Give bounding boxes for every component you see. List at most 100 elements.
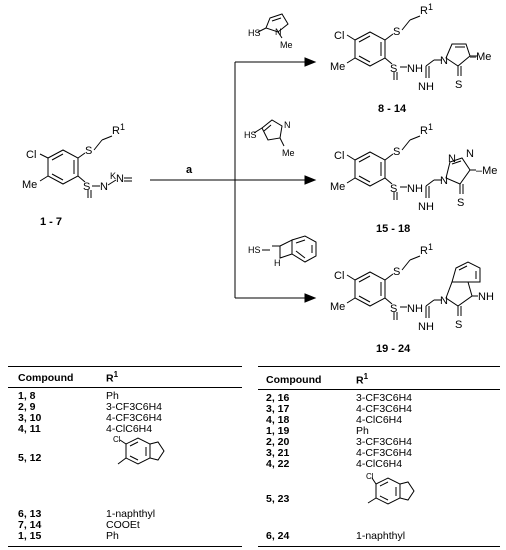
p3-so2-s-label: S bbox=[390, 303, 397, 315]
start-me-label: Me bbox=[22, 179, 37, 191]
p1-thione-s-label: S bbox=[455, 79, 462, 91]
p2-cl-label: Cl bbox=[334, 150, 344, 162]
reagent1-hs-label: HS bbox=[248, 28, 261, 38]
p2-nh-label: NH bbox=[407, 183, 423, 195]
right-row-6-r1: 4-CF3C6H4 bbox=[356, 447, 413, 459]
reagent1-me-label: Me bbox=[280, 40, 293, 50]
left-row-5-compound: 5, 12 bbox=[18, 452, 42, 464]
p2-thione-s-label: S bbox=[457, 197, 464, 209]
left-row-8-compound: 1, 15 bbox=[18, 530, 42, 542]
right-row-4-r1: Ph bbox=[356, 425, 369, 437]
right-row-6-compound: 3, 21 bbox=[266, 447, 290, 459]
left-table-rows: 1, 8 Ph 2, 9 3-CF3C6H4 3, 10 4-CF3C6H4 4… bbox=[8, 390, 242, 546]
p2-n-me-label: –Me bbox=[476, 165, 497, 177]
p3-thione-s-label: S bbox=[455, 319, 462, 331]
right-table-bottom-rule bbox=[258, 546, 500, 547]
p2-ring-n3-label: N bbox=[466, 148, 474, 160]
p3-me-label: Me bbox=[330, 301, 345, 313]
right-row-5-compound: 2, 20 bbox=[266, 436, 290, 448]
left-row-6-r1: 1-naphthyl bbox=[106, 508, 156, 520]
right-table-rows: 2, 16 3-CF3C6H4 3, 17 4-CF3C6H4 4, 18 4-… bbox=[258, 392, 500, 546]
left-row-5-r1-structure: Cl bbox=[113, 435, 165, 465]
start-c-n-label: N bbox=[116, 173, 124, 185]
left-row-4-compound: 4, 11 bbox=[18, 423, 41, 435]
left-header-compound: Compound bbox=[18, 372, 74, 384]
reagent-imidazole-structure bbox=[257, 13, 289, 39]
p1-so2-s-label: S bbox=[390, 63, 397, 75]
right-row-1-r1: 3-CF3C6H4 bbox=[356, 392, 413, 404]
p1-n-me-label: –Me bbox=[470, 51, 491, 63]
reaction-scheme: Cl Me S R1 S N K N 1 - 7 a HS N Me HS N … bbox=[22, 2, 497, 355]
left-row-3-r1: 4-CF3C6H4 bbox=[106, 412, 163, 424]
reaction-arrows bbox=[150, 57, 317, 303]
p3-nh-label: NH bbox=[407, 303, 423, 315]
start-s-label: S bbox=[85, 145, 92, 157]
reagent2-hs-label: HS bbox=[244, 130, 257, 140]
p2-me-label: Me bbox=[330, 181, 345, 193]
right-row-8-compound: 5, 23 bbox=[266, 493, 290, 505]
start-cl-label: Cl bbox=[26, 149, 36, 161]
starting-material-structure bbox=[39, 135, 132, 198]
left-row-3-compound: 3, 10 bbox=[18, 412, 42, 424]
p2-s-label: S bbox=[393, 146, 400, 158]
right-row-7-r1: 4-ClC6H4 bbox=[356, 458, 403, 470]
right-row-4-compound: 1, 19 bbox=[266, 425, 290, 437]
p2-ring-n2-label: N bbox=[448, 153, 456, 165]
product3-compound-label: 19 - 24 bbox=[376, 343, 411, 355]
left-row-5-cl-label: Cl bbox=[113, 435, 121, 444]
right-header-compound: Compound bbox=[266, 374, 322, 386]
p3-imine-nh-label: NH bbox=[418, 321, 434, 333]
start-s-sulfonyl-label: S bbox=[83, 181, 90, 193]
left-row-1-compound: 1, 8 bbox=[18, 390, 36, 402]
right-row-5-r1: 3-CF3C6H4 bbox=[356, 436, 413, 448]
p1-s-label: S bbox=[393, 26, 400, 38]
right-table-header-rule bbox=[258, 389, 500, 390]
left-table: Compound R1 bbox=[8, 370, 242, 546]
product-benzimidazole-structure bbox=[346, 255, 481, 320]
p3-ring-nh-label: NH bbox=[478, 291, 494, 303]
p1-nh-label: NH bbox=[407, 63, 423, 75]
right-row-8-cl-label: Cl bbox=[366, 472, 374, 481]
left-header-r1: R1 bbox=[106, 370, 119, 385]
right-row-3-compound: 4, 18 bbox=[266, 414, 290, 426]
p2-imine-nh-label: NH bbox=[418, 201, 434, 213]
right-table: Compound R1 bbox=[258, 370, 500, 546]
reagent3-h-label: H bbox=[274, 258, 281, 268]
right-table-top-rule bbox=[258, 366, 500, 367]
p1-r1-label: R1 bbox=[420, 2, 433, 17]
reagent1-n-label: N bbox=[275, 27, 282, 37]
p3-cl-label: Cl bbox=[334, 270, 344, 282]
right-row-2-compound: 3, 17 bbox=[266, 403, 290, 415]
start-r1-label: R1 bbox=[112, 122, 125, 137]
right-row-1-compound: 2, 16 bbox=[266, 392, 290, 404]
p3-s-label: S bbox=[393, 266, 400, 278]
condition-label: a bbox=[186, 164, 193, 176]
p1-me-label: Me bbox=[330, 61, 345, 73]
right-row-9-compound: 6, 24 bbox=[266, 530, 290, 542]
p3-ring-n-label: N bbox=[440, 295, 448, 307]
p2-ring-n-label: N bbox=[440, 175, 448, 187]
left-table-top-rule bbox=[8, 366, 242, 367]
p1-ring-n-label: N bbox=[440, 55, 448, 67]
left-table-bottom-rule bbox=[8, 546, 242, 547]
product2-compound-label: 15 - 18 bbox=[376, 223, 410, 235]
right-row-9-r1: 1-naphthyl bbox=[356, 530, 406, 542]
right-header-r1: R1 bbox=[356, 372, 369, 387]
p2-r1-label: R1 bbox=[420, 122, 433, 137]
left-row-6-compound: 6, 13 bbox=[18, 508, 42, 520]
product1-compound-label: 8 - 14 bbox=[378, 103, 407, 115]
right-row-2-r1: 4-CF3C6H4 bbox=[356, 403, 413, 415]
p3-r1-label: R1 bbox=[420, 242, 433, 257]
product-imidazole-structure bbox=[346, 15, 478, 80]
left-table-header-rule bbox=[8, 387, 242, 388]
p1-imine-nh-label: NH bbox=[418, 81, 434, 93]
reagent2-n-label: N bbox=[284, 120, 291, 130]
left-row-1-r1: Ph bbox=[106, 390, 119, 402]
start-k-label: K bbox=[110, 171, 116, 181]
left-row-8-r1: Ph bbox=[106, 530, 119, 542]
left-row-2-r1: 3-CF3C6H4 bbox=[106, 401, 163, 413]
p1-cl-label: Cl bbox=[334, 30, 344, 42]
left-row-4-r1: 4-ClC6H4 bbox=[106, 423, 153, 435]
reagent-triazole-structure bbox=[253, 119, 285, 147]
p2-so2-s-label: S bbox=[390, 183, 397, 195]
